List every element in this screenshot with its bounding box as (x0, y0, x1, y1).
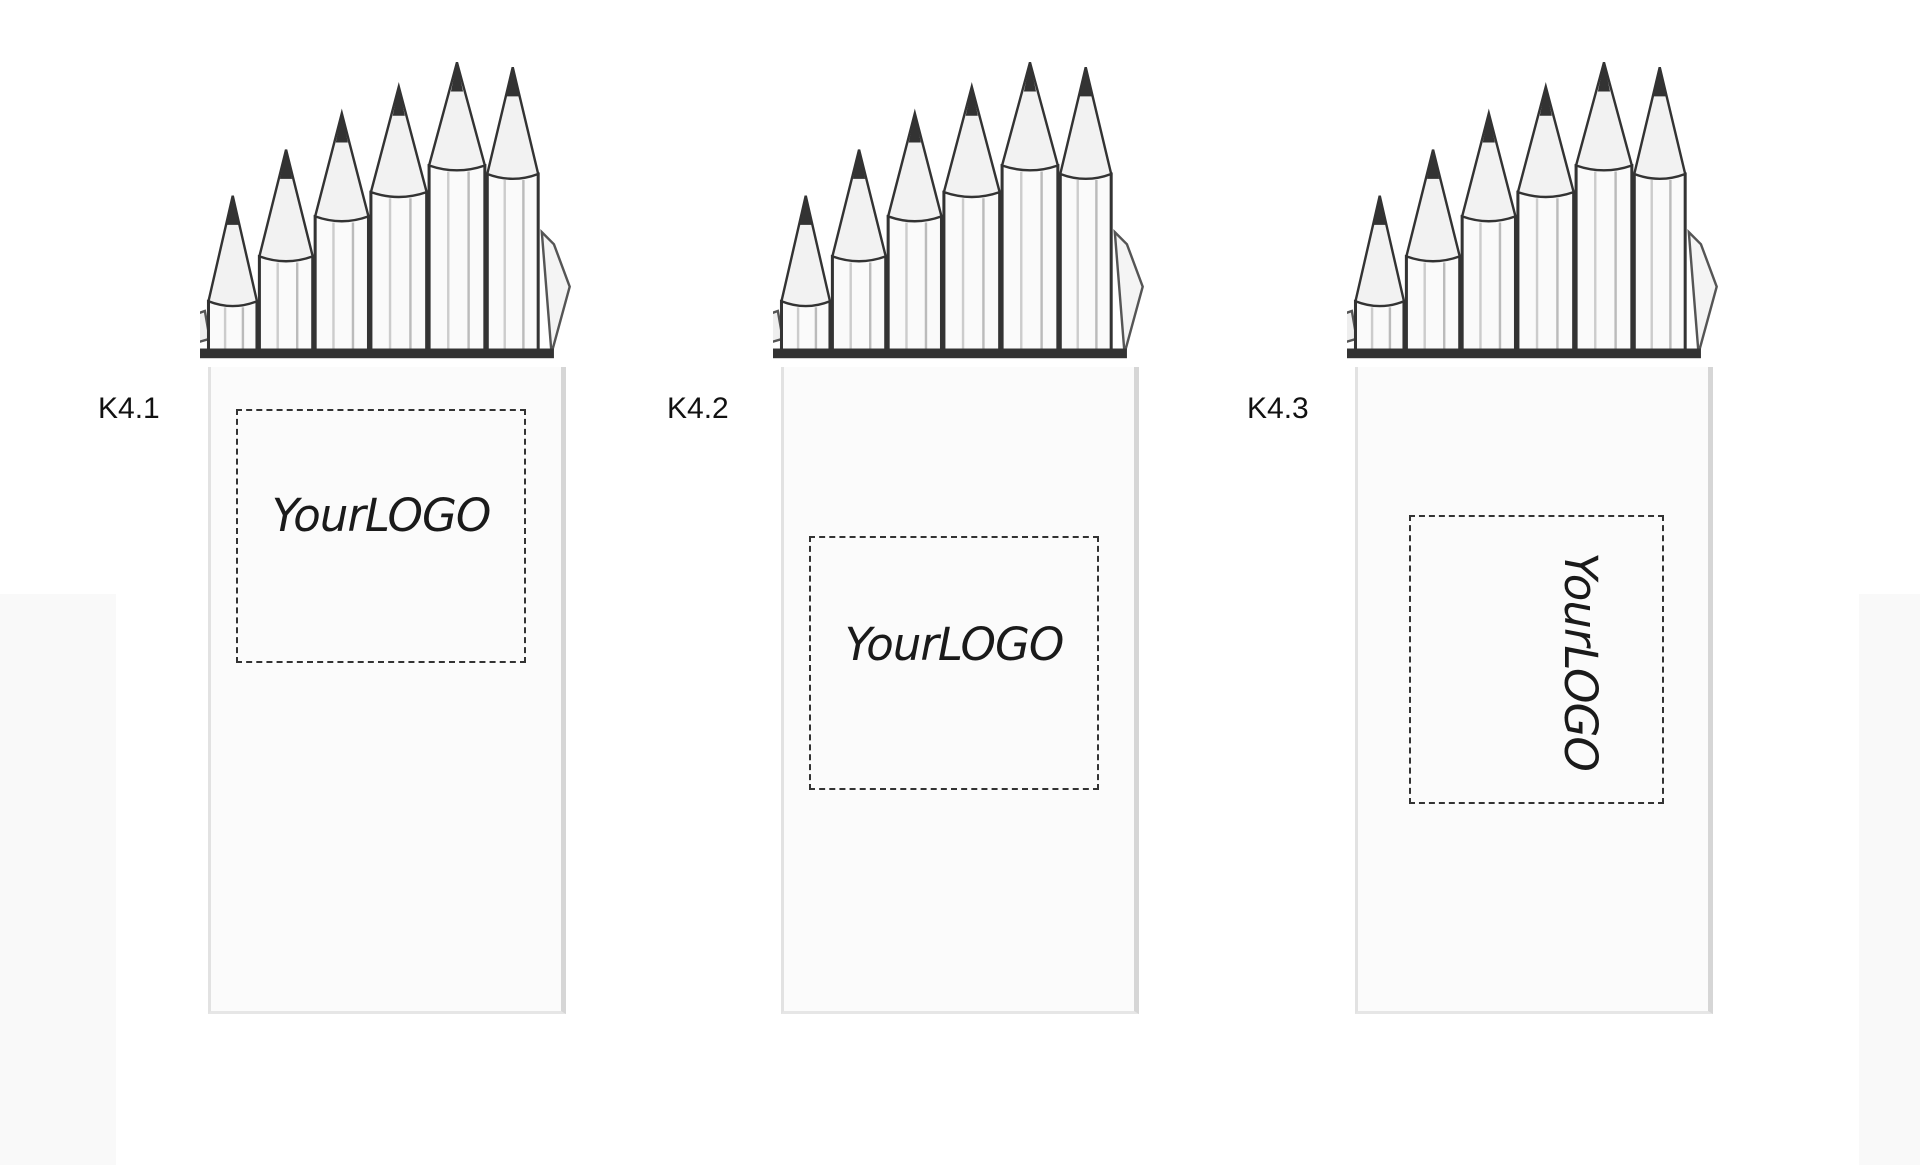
box-flap (1113, 228, 1144, 354)
pencil (485, 67, 540, 355)
pencils-illustration (773, 62, 1144, 359)
background-panel-left (0, 594, 116, 1165)
pencil (1574, 62, 1634, 355)
pencil (427, 62, 487, 355)
pencil (1353, 195, 1406, 355)
pencil (1058, 67, 1113, 355)
logo-print-area: YourLOGO (236, 409, 526, 663)
variant-label: K4.2 (667, 392, 729, 425)
pencils-illustration (1347, 62, 1718, 359)
pencil (1404, 149, 1462, 355)
pencil (313, 108, 370, 355)
pencils-illustration (200, 62, 571, 359)
logo-print-area: YourLOGO (1409, 515, 1664, 804)
pencil (1460, 108, 1517, 355)
pencil (1000, 62, 1060, 355)
box-opening-edge (200, 348, 554, 359)
box-opening-edge (1347, 348, 1701, 359)
pencil (1632, 67, 1687, 355)
box-flap (1687, 228, 1718, 354)
pencil (206, 195, 259, 355)
pencil (886, 108, 943, 355)
pencil (1516, 81, 1576, 355)
pencil-box (1355, 367, 1713, 1014)
logo-placeholder: YourLOGO (844, 618, 1064, 671)
box-opening-edge (773, 348, 1127, 359)
pencil (257, 149, 315, 355)
variant-label: K4.1 (98, 392, 160, 425)
pencil (779, 195, 832, 355)
pencil-box (781, 367, 1139, 1014)
variant-label: K4.3 (1247, 392, 1309, 425)
pencil (830, 149, 888, 355)
pencil (942, 81, 1002, 355)
box-flap (540, 228, 571, 354)
logo-placeholder-vertical: YourLOGO (1553, 552, 1607, 771)
logo-print-area: YourLOGO (809, 536, 1099, 790)
pencil-box (208, 367, 566, 1014)
pencil (369, 81, 429, 355)
logo-placeholder: YourLOGO (271, 489, 491, 542)
background-panel-right (1859, 594, 1920, 1165)
